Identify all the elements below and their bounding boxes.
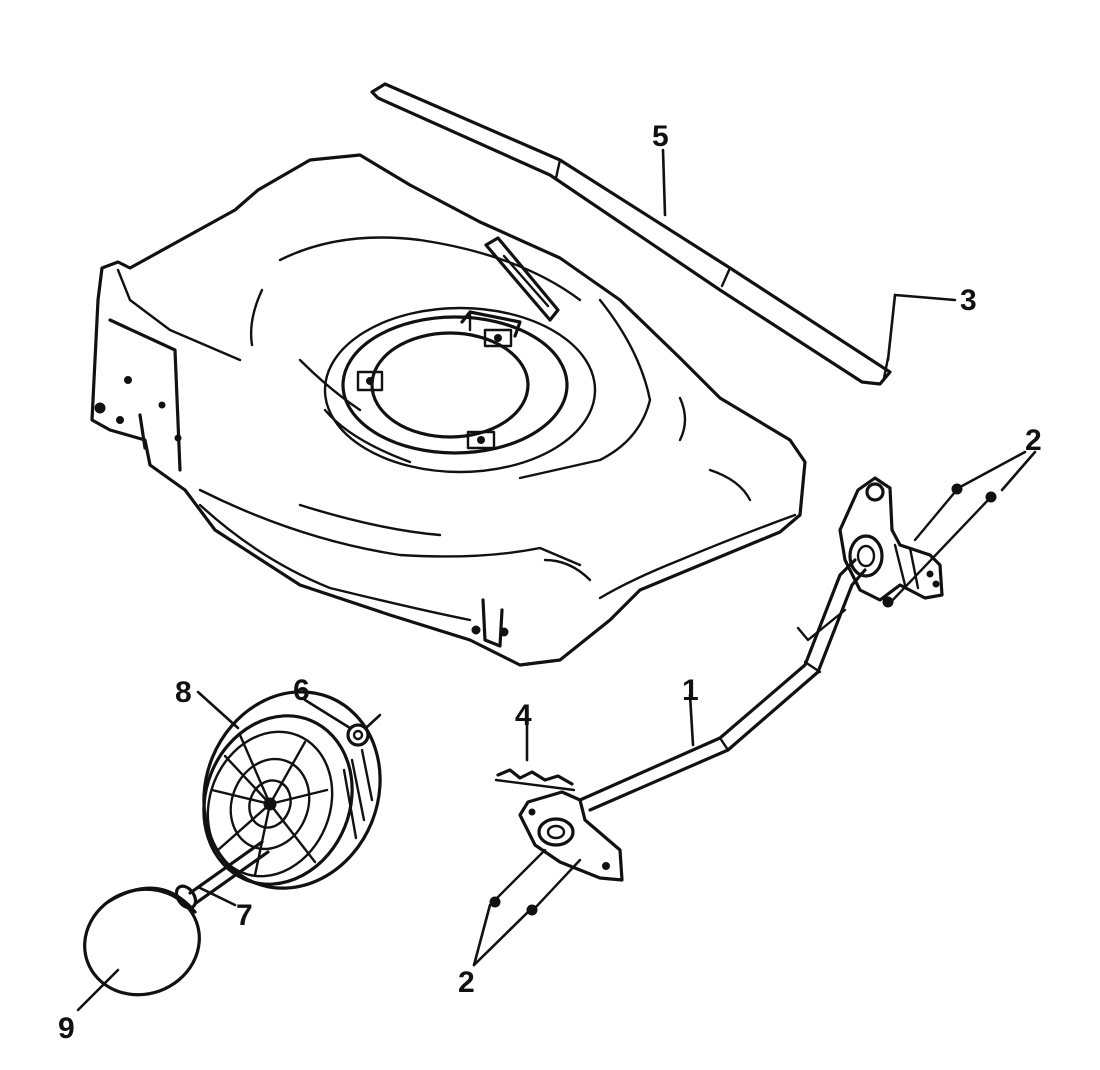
- part-6-nut: [346, 723, 370, 747]
- left-height-bracket: [494, 768, 624, 882]
- part-7-bolt: [174, 840, 270, 910]
- callout-2-lower: 2: [458, 966, 475, 999]
- callout-2-upper: 2: [1025, 424, 1042, 457]
- callout-7: 7: [236, 899, 253, 932]
- part-2-screws-right: [886, 483, 997, 607]
- callout-9: 9: [58, 1012, 75, 1045]
- part-1-rear-axle: [578, 558, 867, 812]
- callout-8: 8: [175, 676, 192, 709]
- engine-mount-ring: [323, 306, 597, 474]
- part-2-screws-left: [489, 848, 582, 916]
- part-8-wheel: [202, 690, 382, 890]
- part-9-hubcap: [83, 886, 201, 997]
- callout-3: 3: [960, 284, 977, 317]
- callout-4: 4: [515, 699, 532, 732]
- part-5-rear-rod: [370, 82, 892, 386]
- callout-labels: 1 2 2 3 4 5 6 7 8 9: [58, 120, 1042, 1045]
- mower-deck-housing: [90, 153, 807, 667]
- right-height-bracket: [838, 476, 944, 608]
- callout-5: 5: [652, 120, 669, 153]
- leader-lines: [76, 148, 1037, 1012]
- callout-6: 6: [293, 674, 310, 707]
- callout-1: 1: [682, 674, 699, 707]
